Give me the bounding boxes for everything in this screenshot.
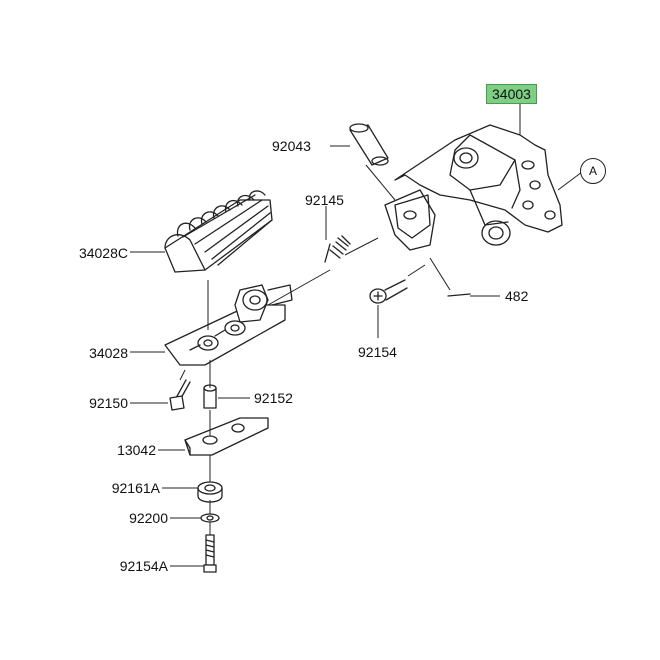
part-label-92043[interactable]: 92043 xyxy=(272,138,311,154)
part-label-34028[interactable]: 34028 xyxy=(89,345,128,361)
damper-92161A xyxy=(197,481,223,503)
part-label-482[interactable]: 482 xyxy=(505,288,529,304)
pin-92043 xyxy=(349,123,389,166)
part-label-92154A[interactable]: 92154A xyxy=(119,558,168,574)
part-label-34028C[interactable]: 34028C xyxy=(78,245,128,261)
reference-marker-A: A xyxy=(580,158,606,184)
part-label-34003[interactable]: 34003 xyxy=(486,84,537,104)
washer-92200 xyxy=(200,513,220,523)
bolt-92150 xyxy=(169,379,191,411)
part-label-13042[interactable]: 13042 xyxy=(117,442,156,458)
part-label-92150[interactable]: 92150 xyxy=(89,395,128,411)
pin-482 xyxy=(447,293,471,297)
part-label-92145[interactable]: 92145 xyxy=(305,192,344,208)
part-label-92200[interactable]: 92200 xyxy=(129,510,168,526)
bolt-92154A xyxy=(203,534,217,573)
footpeg-34028 xyxy=(164,284,293,366)
part-label-92152[interactable]: 92152 xyxy=(254,390,293,406)
part-label-92154[interactable]: 92154 xyxy=(358,344,397,360)
spring-92145 xyxy=(324,235,351,263)
plate-13042 xyxy=(184,417,269,456)
part-label-92161A[interactable]: 92161A xyxy=(111,480,160,496)
screw-92154 xyxy=(369,279,408,304)
bracket-34003 xyxy=(384,124,563,251)
rubber-34028C xyxy=(164,190,273,273)
collar-92152 xyxy=(203,384,217,409)
